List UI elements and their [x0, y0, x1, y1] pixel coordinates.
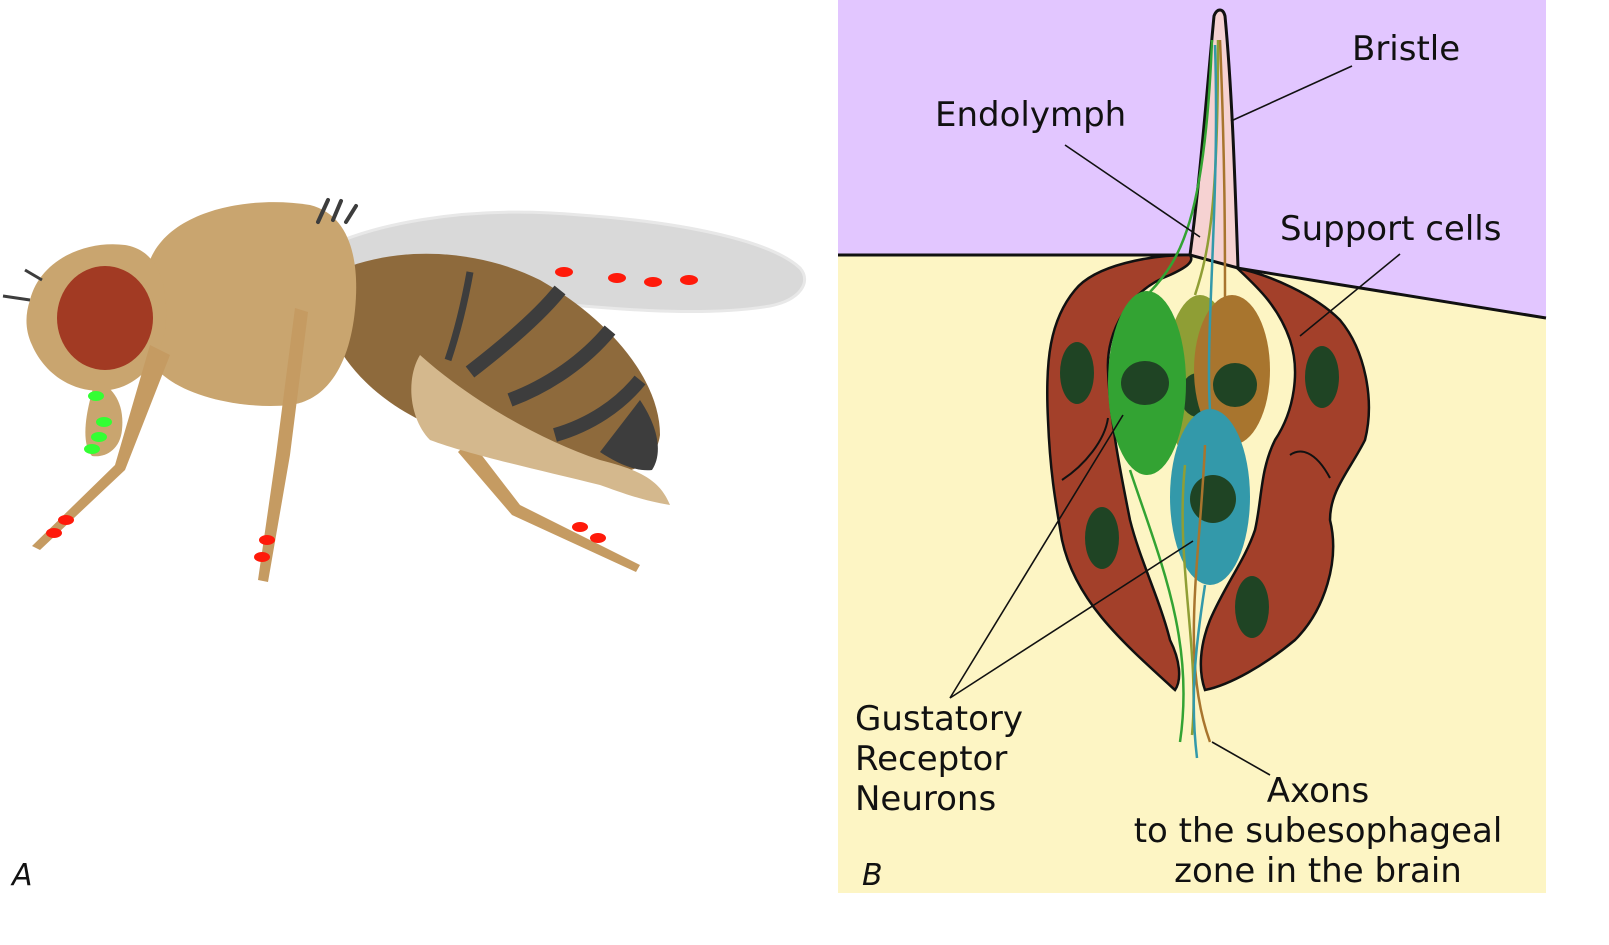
dendrite	[1193, 39, 1220, 296]
taste-marker-red	[254, 552, 270, 562]
axon	[1192, 584, 1207, 759]
taste-marker-green	[96, 417, 112, 427]
panel-letter-b: B	[862, 858, 883, 893]
fly-antenna	[24, 268, 43, 282]
support-cell-border	[1289, 450, 1331, 479]
taste-marker-red	[46, 528, 62, 538]
taste-marker-green	[91, 432, 107, 442]
dendrite	[1218, 39, 1227, 301]
label-axons-line3: zone in the brain	[1174, 851, 1462, 891]
leader-bristle	[1230, 65, 1353, 122]
label-gustatory-line2: Receptor	[855, 739, 1007, 779]
support-cell-nucleus	[1235, 576, 1269, 638]
panel-letter-a: A	[10, 858, 33, 893]
axon	[1128, 469, 1185, 743]
leader-support-cells	[1299, 253, 1401, 337]
fly-abdomen-stripe	[507, 325, 616, 407]
fly-thorax	[142, 202, 357, 406]
label-gustatory-line3: Neurons	[855, 779, 996, 819]
fly-abdomen-underside	[411, 355, 670, 505]
taste-marker-red	[259, 535, 275, 545]
dendrite	[1149, 39, 1214, 293]
leader-gustatory-teal	[949, 540, 1194, 699]
taste-marker-green	[84, 444, 100, 454]
dendrite	[1207, 44, 1218, 411]
leader-gustatory-green	[949, 414, 1124, 699]
taste-marker-red	[590, 533, 606, 543]
support-cell-nucleus	[1305, 346, 1339, 408]
label-bristle: Bristle	[1352, 29, 1460, 69]
label-axons-line1: Axons	[1267, 771, 1369, 811]
fly-middle-leg	[258, 308, 308, 582]
neuron-brown-nucleus	[1213, 363, 1257, 407]
fly-eye	[57, 266, 153, 370]
neuron-green-nucleus	[1121, 361, 1169, 405]
bristle	[1188, 8, 1240, 270]
fly-bristle	[344, 204, 358, 224]
taste-marker-red	[58, 515, 74, 525]
label-endolymph: Endolymph	[935, 95, 1126, 135]
neuron-teal-nucleus	[1190, 475, 1236, 523]
support-cell-nucleus	[1060, 342, 1094, 404]
fly-bristle	[316, 198, 330, 224]
leader-axons	[1211, 741, 1271, 776]
taste-marker-red	[572, 522, 588, 532]
label-axons-line2: to the subesophageal	[1134, 811, 1503, 851]
support-cell-nucleus	[1085, 507, 1119, 569]
label-support-cells: Support cells	[1280, 209, 1501, 249]
taste-marker-red	[555, 267, 573, 277]
taste-marker-green	[88, 391, 104, 401]
exterior-region	[838, 0, 1546, 318]
taste-marker-red	[644, 277, 662, 287]
panel-b: Bristle Endolymph Support cells Gustator…	[838, 0, 1547, 893]
fly-abdomen-stripe	[465, 285, 566, 378]
fly-abdomen-tip	[600, 400, 658, 471]
taste-marker-red	[680, 275, 698, 285]
leader-endolymph	[1064, 144, 1201, 238]
fly-bristle	[331, 199, 343, 222]
support-cell-border	[1061, 417, 1109, 481]
axon	[1192, 444, 1212, 743]
fly-antenna	[2, 294, 31, 302]
cuticle-line	[838, 253, 1547, 320]
label-gustatory-line1: Gustatory	[855, 699, 1023, 739]
fly-abdomen-stripe	[444, 271, 474, 362]
fly-abdomen-stripe	[552, 375, 646, 442]
panel-a: A	[2, 198, 807, 893]
fly-front-leg	[32, 345, 170, 550]
taste-marker-red	[608, 273, 626, 283]
